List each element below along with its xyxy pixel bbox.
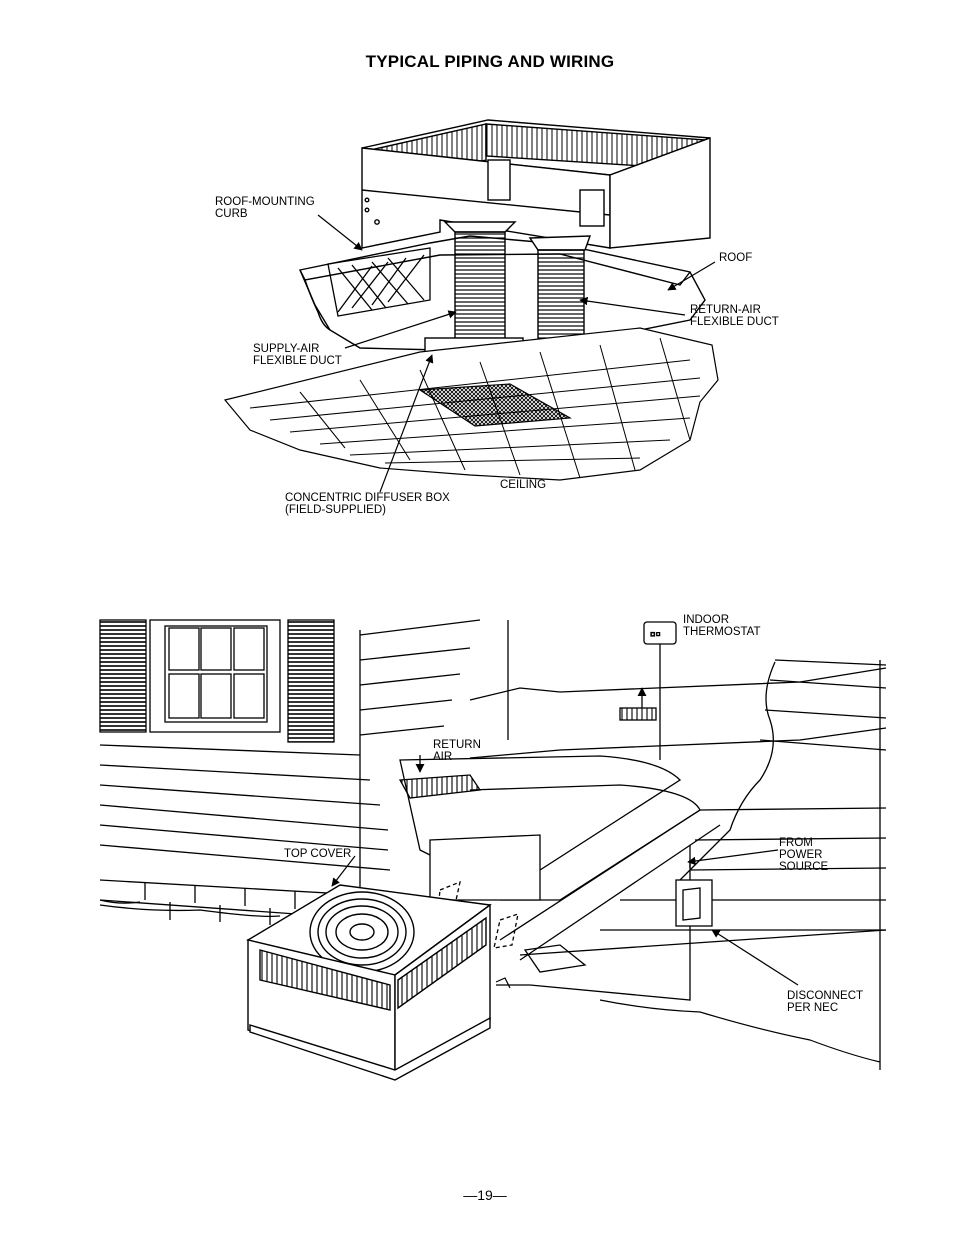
curb-bracing <box>327 247 431 317</box>
house-cutaway: □ ■ <box>398 620 887 1070</box>
page-title: TYPICAL PIPING AND WIRING <box>365 52 615 71</box>
label-roof: ROOF <box>719 252 753 264</box>
house-window <box>99 619 335 743</box>
label-from-power-source: FROM POWER SOURCE <box>779 837 829 873</box>
svg-text:□ ■: □ ■ <box>651 632 660 638</box>
label-concentric-diffuser-box: CONCENTRIC DIFFUSER BOX (FIELD-SUPPLIED) <box>285 492 450 516</box>
ground-line <box>99 899 881 1063</box>
house-installation-illustration: □ ■ <box>99 619 887 1081</box>
label-roof-mounting-curb: ROOF-MOUNTING CURB <box>215 196 315 220</box>
label-return-air-flexible-duct: RETURN-AIR FLEXIBLE DUCT <box>690 304 779 328</box>
label-disconnect-per-nec: DISCONNECT PER NEC <box>787 990 864 1014</box>
label-top-cover: TOP COVER <box>284 848 352 860</box>
label-supply-air-flexible-duct: SUPPLY-AIR FLEXIBLE DUCT <box>253 343 342 367</box>
ceiling-grid <box>223 327 719 481</box>
rooftop-cabinet <box>361 119 711 249</box>
label-indoor-thermostat: INDOOR THERMOSTAT <box>683 614 761 638</box>
top-leader-lines <box>317 214 716 493</box>
label-ceiling: CEILING <box>500 479 547 491</box>
return-air-duct <box>528 235 592 343</box>
page-number: —19— <box>463 1187 507 1203</box>
rooftop-unit-illustration <box>223 119 719 493</box>
bottom-leader-lines <box>331 849 799 986</box>
packaged-unit <box>246 884 492 1081</box>
label-return-air: RETURN AIR <box>433 739 481 763</box>
